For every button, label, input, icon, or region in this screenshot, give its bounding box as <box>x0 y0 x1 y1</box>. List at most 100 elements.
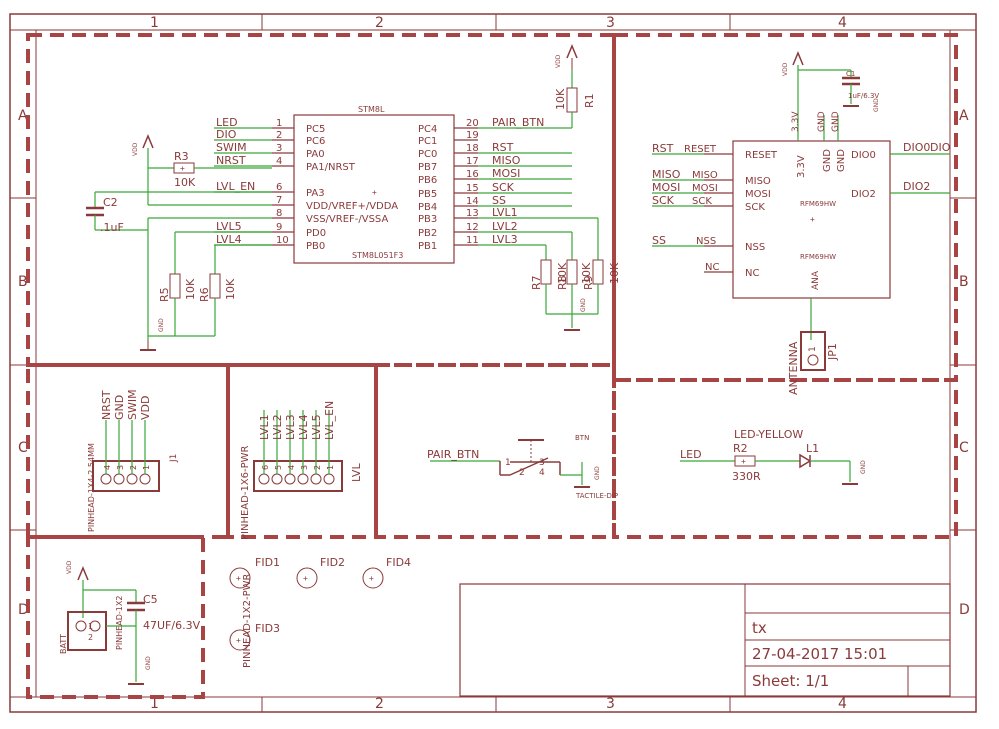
j1-net: SWIM <box>126 389 139 420</box>
rfm-pin-label: SCK <box>692 196 712 207</box>
j1-net: GND <box>113 395 126 420</box>
j1-net: NRST <box>100 390 113 420</box>
mcu-pin-name: PC4 <box>418 124 437 135</box>
btn-pin-1: 1 <box>505 458 511 468</box>
fiducials: + + + + FID1 FID2 FID4 FID3 PINHEAD-1X2-… <box>229 556 411 668</box>
col-label-4-bottom: 4 <box>838 696 847 712</box>
j1-value: PINHEAD-1X4-2.54MM <box>87 443 96 532</box>
rfm-pin-33: 3.3V <box>796 155 807 178</box>
rfm-value: RFM69HW <box>800 200 836 208</box>
r1-name: R1 <box>583 93 596 108</box>
batt-pin-1: 1 <box>88 622 93 631</box>
mcu-pin-num: 16 <box>466 169 479 180</box>
lvl-net: LVL_EN <box>323 401 336 440</box>
rfm-net-dio0: DIO0 <box>903 141 930 154</box>
rfm-net-dio: DIO <box>930 141 951 154</box>
mcu-net-label: LVL1 <box>492 206 518 219</box>
r5-name: R5 <box>158 287 171 302</box>
mcu-net-label: LVL4 <box>216 233 242 246</box>
svg-text:+: + <box>303 574 308 583</box>
mcu-pin-name: PA3 <box>306 188 325 199</box>
btn-name: BTN <box>575 434 589 442</box>
svg-text:+: + <box>236 636 241 645</box>
l1-name: L1 <box>806 442 819 455</box>
rfm-top-gnd1: GND <box>817 111 827 132</box>
mcu-net-label: MOSI <box>492 167 520 180</box>
j1-net: VDD <box>139 396 152 420</box>
svg-text:+: + <box>741 457 746 466</box>
gnd-label-batt: GND <box>145 656 152 670</box>
mcu-pin-num: 19 <box>466 130 479 141</box>
svg-text:+: + <box>369 574 374 583</box>
mcu-net-label: DIO <box>216 128 237 141</box>
rfm-net-label: SCK <box>652 194 675 207</box>
r3-value: 10K <box>174 176 196 189</box>
mcu-net-label: LED <box>216 116 238 129</box>
batt-value: PINHEAD-1X2 <box>115 596 124 650</box>
r8-name: R8 <box>556 275 569 290</box>
batt-name: BATT <box>59 634 68 654</box>
r1-value: 10K <box>554 88 567 110</box>
r3-name: R3 <box>174 150 189 163</box>
lvl-value: PINHEAD-1X6-PWR <box>240 445 251 540</box>
row-label-a: A <box>18 108 28 124</box>
r6-value: 10K <box>224 278 237 300</box>
title-block: tx 27-04-2017 15:01 Sheet: 1/1 <box>459 583 951 697</box>
j1-pin-num: 1 <box>142 465 151 470</box>
r9-name: R9 <box>582 275 595 290</box>
r7-value: 10K <box>556 262 569 284</box>
mcu-pin-name: PB1 <box>418 241 437 252</box>
c1-name: C1 <box>846 70 855 78</box>
rfm-pin-name: SCK <box>745 202 765 213</box>
col-label-2-bottom: 2 <box>375 696 384 712</box>
j1-pin-num: 4 <box>103 465 112 470</box>
pwr-header-label: PINHEAD-1X2-PWR <box>242 573 253 668</box>
r7-name: R7 <box>530 275 543 290</box>
r5-value: 10K <box>184 278 197 300</box>
lvl-pin <box>310 473 322 485</box>
mcu-pin-name: VDD/VREF+/VDDA <box>306 201 398 212</box>
l1-value: LED-YELLOW <box>734 428 803 441</box>
lvl-pin-num: 2 <box>313 465 322 470</box>
lvl-net: LVL3 <box>284 414 297 440</box>
vdd-label-4: VDD <box>66 560 73 574</box>
vdd-label-3: VDD <box>782 62 789 76</box>
fid1-label: FID1 <box>255 556 280 569</box>
led-circuit: LED + R2 330R L1 LED-YELLOW GND <box>680 428 867 485</box>
lvl-net: LVL4 <box>297 414 310 440</box>
col-label-3-bottom: 3 <box>606 696 615 712</box>
svg-text:+: + <box>810 215 815 224</box>
rfm-pin-name: NC <box>745 268 759 279</box>
vdd-label-1: VDD <box>132 142 139 156</box>
lvl-pin-num: 3 <box>300 465 309 470</box>
mcu-pin-num: 8 <box>276 208 282 219</box>
mcu-net-label: NRST <box>216 154 246 167</box>
j1-pin <box>113 473 125 485</box>
lvl-pin-num: 6 <box>261 465 270 470</box>
gnd-label-led: GND <box>860 460 867 474</box>
rfm-value-2: RFM69HW <box>800 253 836 261</box>
col-label-3: 3 <box>606 15 615 31</box>
lvl-pin-num: 5 <box>274 465 283 470</box>
led-net: LED <box>680 448 702 461</box>
r2-name: R2 <box>733 442 748 455</box>
lvl-pin <box>284 473 296 485</box>
pair-button: PAIR_BTN BTN TACTILE-DIP GND 1 2 3 4 <box>427 434 618 500</box>
mcu-net-label: LVL_EN <box>216 180 255 193</box>
lvl-name: LVL <box>350 463 363 482</box>
mcu-pin-num: 9 <box>276 222 282 233</box>
mcu-pin-num: 2 <box>276 130 282 141</box>
rfm-pin-name: MISO <box>745 176 771 187</box>
mcu-pin-num: 12 <box>466 222 479 233</box>
mcu-net-label: SCK <box>492 181 515 194</box>
mcu-part: STM8L051F3 <box>352 251 403 260</box>
fid3-label: FID3 <box>255 622 280 635</box>
rfm-pin-label: NC <box>705 262 719 273</box>
rfm-pin-name: RESET <box>745 150 778 161</box>
r6-name: R6 <box>198 287 211 302</box>
j1-pin <box>100 473 112 485</box>
rfm-pin-name: MOSI <box>745 189 771 200</box>
r8-value: 10K <box>580 262 593 284</box>
